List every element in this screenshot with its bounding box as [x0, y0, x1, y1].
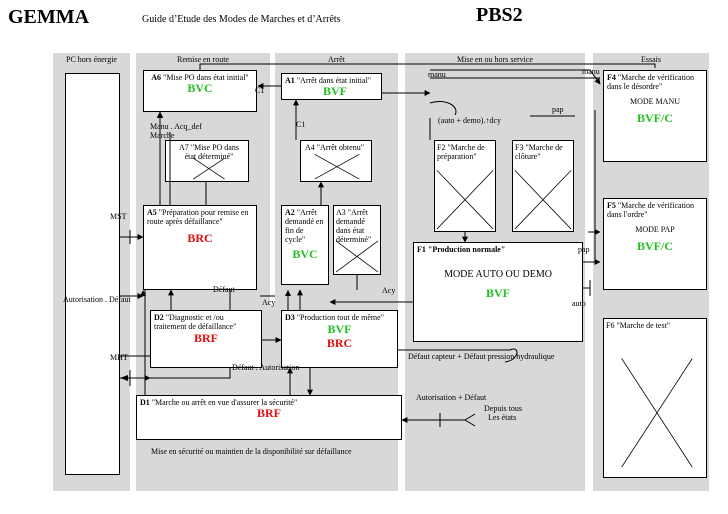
label-c1-b: C1	[296, 120, 306, 129]
state-f1: F1 "Production normale" MODE AUTO OU DEM…	[413, 242, 583, 342]
label-autorisation-defaut: Autorisation . Défaut	[63, 295, 131, 304]
state-f6: F6 "Marche de test"	[603, 318, 707, 478]
d3-action1: BVF	[327, 322, 352, 336]
state-f4: F4 "Marche de vérification dans le désor…	[603, 70, 707, 162]
state-f5: F5 "Marche de vérification dans l'ordre"…	[603, 198, 707, 290]
f4-action: BVF/C	[637, 111, 673, 125]
zone-title-arret: Arrêt	[328, 55, 345, 64]
label-autorisation-defaut2: Autorisation + Défaut	[416, 393, 487, 402]
zone-title-service: Mise en ou hors service	[457, 55, 533, 64]
label-marche: Marche	[150, 131, 175, 140]
label-auto: auto	[572, 299, 586, 308]
f4-mode: MODE MANU	[630, 97, 680, 106]
state-d1: D1 "Marche ou arrêt en vue d'assurer la …	[136, 395, 402, 440]
a1-label: "Arrêt dans état initial"	[296, 76, 372, 85]
d1-code: D1	[140, 398, 150, 407]
f3-code: F3	[515, 143, 524, 152]
a2-label: "Arrêt demandé en fin de cycle"	[285, 208, 324, 244]
d2-code: D2	[154, 313, 164, 322]
header: GEMMA Guide d’Etude des Modes de Marches…	[8, 4, 728, 28]
state-a7: A7 "Mise PO dans état déterminé"	[165, 140, 249, 182]
a1-code: A1	[285, 76, 295, 85]
state-a3: A3 "Arrêt demandé dans état déterminé"	[333, 205, 381, 275]
label-manu-1: manu	[428, 70, 446, 79]
state-f2: F2 "Marche de préparation"	[434, 140, 496, 232]
f5-label: "Marche de vérification dans l'ordre"	[607, 201, 695, 219]
f1-label: "Production normale"	[427, 245, 506, 254]
label-defaut-autorisation: Défaut . Autorisation	[232, 363, 300, 372]
label-pap-2: pap	[578, 245, 590, 254]
state-a4: A4 "Arrêt obtenu"	[300, 140, 372, 182]
d1-action: BRF	[257, 406, 281, 420]
state-a2: A2 "Arrêt demandé en fin de cycle" BVC	[281, 205, 329, 285]
f4-code: F4	[607, 73, 616, 82]
state-a6: A6 "Mise PO dans état initial" BVC	[143, 70, 257, 112]
label-pap-1: pap	[552, 105, 564, 114]
label-defaut-a5: Défaut	[213, 285, 235, 294]
state-d2: D2 "Diagnostic et /ou traitement de défa…	[150, 310, 262, 368]
label-c1-a: C1	[255, 86, 265, 95]
label-depuis-tous: Depuis tous	[484, 404, 522, 413]
f3-label: "Marche de clôture"	[515, 143, 563, 161]
f5-mode: MODE PAP	[635, 225, 675, 234]
gemma-title: GEMMA	[8, 6, 90, 28]
f5-action: BVF/C	[637, 239, 673, 253]
state-d3: D3 "Production tout de même" BVF BRC	[281, 310, 398, 368]
f2-code: F2	[437, 143, 446, 152]
a2-code: A2	[285, 208, 295, 217]
a1-action: BVF	[323, 84, 347, 98]
state-a5: A5 "Préparation pour remise en route apr…	[143, 205, 257, 290]
f1-action: BVF	[486, 286, 510, 300]
f4-label: "Marche de vérification dans le désordre…	[607, 73, 695, 91]
zone-title-securite: Mise en sécurité ou maintien de la dispo…	[151, 447, 352, 456]
label-acy-1: Acy	[262, 298, 276, 307]
a7-code: A7	[179, 143, 189, 152]
a4-label: "Arrêt obtenu"	[316, 143, 364, 152]
label-mht: MHT	[110, 353, 128, 362]
a6-code: A6	[151, 73, 162, 82]
zone-title-essais: Essais	[641, 55, 661, 64]
label-manu-acq: Manu . Acq_def	[150, 122, 202, 131]
a5-code: A5	[147, 208, 157, 217]
gemma-subtitle: Guide d’Etude des Modes de Marches et d’…	[142, 14, 341, 25]
zone-title-pc: PC hors énergie	[66, 55, 117, 64]
label-auto-demo: (auto + demo).↑dcy	[438, 116, 501, 125]
a3-label: "Arrêt demandé dans état déterminé"	[336, 208, 372, 244]
a6-label: "Mise PO dans état initial"	[163, 73, 249, 82]
a3-code: A3	[336, 208, 346, 217]
pc-box	[65, 73, 120, 475]
d3-label: "Production tout de même"	[296, 313, 384, 322]
label-mst: MST	[110, 212, 127, 221]
d2-action: BRF	[194, 331, 218, 345]
d3-action2: BRC	[326, 336, 353, 350]
f2-label: "Marche de préparation"	[437, 143, 485, 161]
label-acy-2: Acy	[382, 286, 396, 295]
f6-code: F6	[606, 321, 615, 330]
a5-action: BRC	[187, 231, 213, 245]
a4-code: A4	[305, 143, 315, 152]
f6-label: "Marche de test"	[616, 321, 671, 330]
zone-title-remise: Remise en route	[177, 55, 229, 64]
a5-label: "Préparation pour remise en route après …	[147, 208, 249, 226]
a7-label: "Mise PO dans état déterminé"	[184, 143, 239, 161]
a6-action: BVC	[187, 81, 213, 95]
label-manu-2: manu	[582, 67, 600, 76]
state-f3: F3 "Marche de clôture"	[512, 140, 574, 232]
d3-code: D3	[285, 313, 295, 322]
state-a1: A1 "Arrêt dans état initial" BVF	[281, 73, 382, 100]
f5-code: F5	[607, 201, 616, 210]
a2-action: BVC	[292, 247, 318, 261]
f1-mode: MODE AUTO OU DEMO	[444, 269, 552, 280]
f1-code: F1	[417, 245, 426, 254]
d1-label: "Marche ou arrêt en vue d'assurer la séc…	[151, 398, 298, 407]
label-defaut-capteur: Défaut capteur + Défaut pression hydraul…	[408, 352, 555, 361]
pbs-title: PBS2	[476, 4, 523, 26]
d2-label: "Diagnostic et /ou traitement de défaill…	[154, 313, 237, 331]
label-les-etats: Les états	[488, 413, 517, 422]
